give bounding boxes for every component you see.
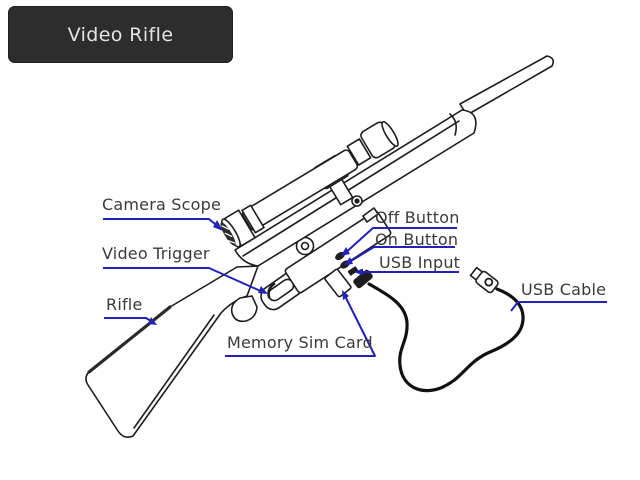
leader-memory-sim-card bbox=[225, 291, 376, 357]
label-on-button: On Button bbox=[375, 230, 459, 249]
trigger-drawing bbox=[267, 282, 276, 299]
page-title: Video Rifle bbox=[67, 23, 174, 46]
label-video-trigger: Video Trigger bbox=[102, 244, 210, 263]
leader-rifle bbox=[104, 317, 155, 324]
body-slab-drawing bbox=[234, 109, 477, 267]
stock-drawing bbox=[85, 265, 259, 438]
label-rifle: Rifle bbox=[106, 295, 143, 314]
barrel-drawing bbox=[459, 55, 554, 116]
usb-port-drawing bbox=[347, 266, 359, 276]
leader-off-button bbox=[342, 227, 457, 256]
camera-lens-drawing bbox=[220, 222, 236, 246]
leader-camera-scope bbox=[103, 218, 222, 230]
label-usb-input: USB Input bbox=[379, 253, 461, 272]
label-memory-sim-card: Memory Sim Card bbox=[227, 333, 373, 352]
leader-video-trigger bbox=[103, 267, 266, 294]
receiver-housing-drawing bbox=[284, 210, 392, 294]
leader-arrowheads bbox=[148, 220, 363, 325]
usb-plug-drawing bbox=[469, 266, 499, 294]
memory-card-drawing bbox=[324, 268, 352, 298]
label-camera-scope: Camera Scope bbox=[102, 195, 222, 214]
title-box: Video Rifle bbox=[8, 6, 233, 63]
usb-cable-drawing bbox=[367, 266, 525, 393]
label-off-button: Off Button bbox=[375, 208, 460, 227]
rear-sight-drawing bbox=[362, 207, 379, 223]
leader-usb-cable bbox=[510, 301, 607, 312]
scope-drawing bbox=[220, 121, 399, 248]
leader-on-button bbox=[345, 246, 455, 265]
label-usb-cable: USB Cable bbox=[521, 280, 607, 299]
